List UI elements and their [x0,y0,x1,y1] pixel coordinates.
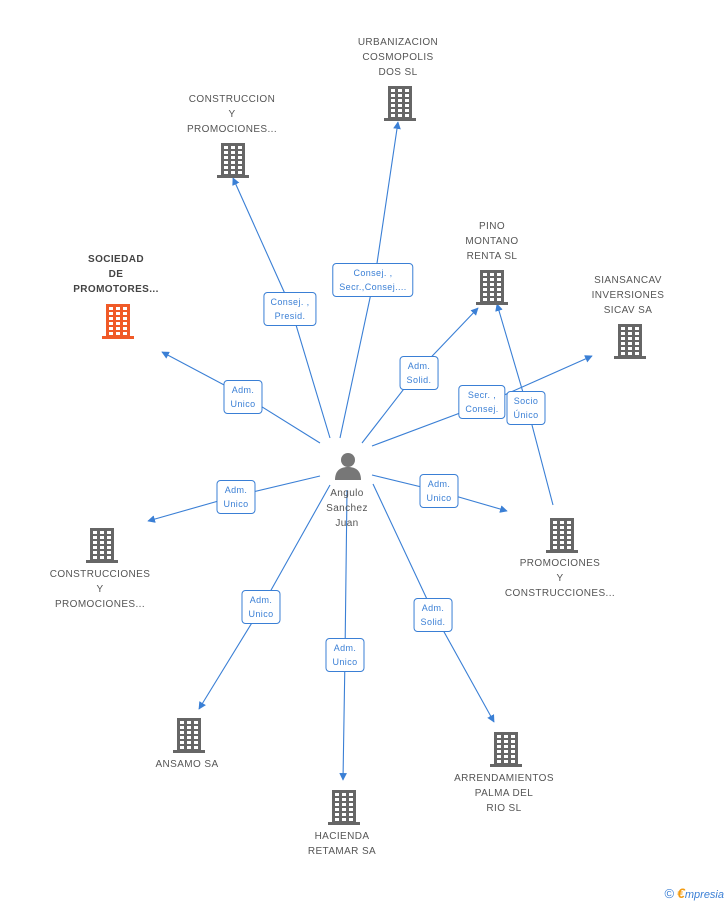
person-icon[interactable] [333,450,363,480]
label-line: COSMOPOLIS [362,52,434,63]
label-line: MONTANO [465,236,519,247]
edge-label-sociedad[interactable]: Adm. Unico [223,380,263,414]
edge-line-text: Unico [332,657,358,667]
center-person-label[interactable]: Angulo Sanchez Juan [326,486,368,531]
company-label-arrendamientos[interactable]: ARRENDAMIENTOS PALMA DEL RIO SL [454,771,554,816]
label-line: PALMA DEL [474,788,534,799]
label-line: SIANSANCAV [594,275,662,286]
label-line: PROMOCIONES [519,558,601,569]
building-icon-construccion-promociones[interactable] [217,143,249,178]
edge-line-text: Consej. , [353,268,393,278]
edge-label-ansamo[interactable]: Adm. Unico [241,590,281,624]
edge-line-text: Adm. [427,479,451,489]
edge-label-promociones[interactable]: Adm. Unico [419,474,459,508]
edge-line-text: Unico [223,499,249,509]
label-line: SOCIEDAD [88,254,144,265]
edge-line-text: Solid. [420,617,446,627]
company-label-promociones-construcciones[interactable]: PROMOCIONES Y CONSTRUCCIONES... [505,556,615,601]
label-line: ARRENDAMIENTOS [454,773,554,784]
edge-line-text: Adm. [407,361,431,371]
edge-line-text: Consej. [465,404,499,414]
edge-label-siansancav[interactable]: Secr. , Consej. [458,385,506,419]
company-label-pino-montano[interactable]: PINO MONTANO RENTA SL [465,219,518,264]
edge-line-text: Adm. [333,643,357,653]
label-line: SICAV SA [603,305,653,316]
building-icon-hacienda-retamar[interactable] [328,790,360,825]
building-icon-ansamo[interactable] [173,718,205,753]
company-label-construccion-promociones[interactable]: CONSTRUCCION Y PROMOCIONES... [187,92,277,137]
company-label-siansancav[interactable]: SIANSANCAV INVERSIONES SICAV SA [592,273,665,318]
edge-line-text: Secr.,Consej.... [339,282,407,292]
building-icon-sociedad-promotores[interactable] [102,304,134,339]
empresia-logo[interactable]: ©€mpresia [664,885,724,901]
label-line: ANSAMO SA [155,759,219,770]
edge-line-text: Presid. [274,311,306,321]
label-line: RIO SL [486,803,522,814]
edge-line-text: Adm. [249,595,273,605]
label-line: PINO [478,221,506,232]
company-label-ansamo[interactable]: ANSAMO SA [155,757,218,772]
building-icon-urbanizacion[interactable] [384,86,416,121]
edge-line-hacienda [339,489,348,781]
company-label-construcciones-promociones[interactable]: CONSTRUCCIONES Y PROMOCIONES... [50,567,151,612]
center-line: Angulo [330,488,364,499]
label-line: INVERSIONES [591,290,665,301]
center-line: Sanchez [326,503,368,514]
building-icon-pino-montano[interactable] [476,270,508,305]
edge-label-urbanizacion[interactable]: Consej. , Secr.,Consej.... [332,263,414,297]
company-label-urbanizacion[interactable]: URBANIZACION COSMOPOLIS DOS SL [358,35,438,80]
edge-line-text: Unico [426,493,452,503]
label-line: URBANIZACION [357,37,439,48]
label-line: RETAMAR SA [307,846,377,857]
label-line: Y [556,573,564,584]
building-icon-arrendamientos[interactable] [490,732,522,767]
label-line: HACIENDA [314,831,370,842]
label-line: Y [228,109,236,120]
company-label-sociedad-promotores[interactable]: SOCIEDAD DE PROMOTORES... [73,252,159,297]
brand-name: mpresia [684,889,724,901]
label-line: DE [108,269,124,280]
edge-line-text: Adm. [421,603,445,613]
brand-initial: € [677,885,685,901]
label-line: DOS SL [378,67,418,78]
label-line: PROMOTORES... [73,284,159,295]
label-line: CONSTRUCCIONES... [504,588,616,599]
label-line: CONSTRUCCIONES [49,569,151,580]
edge-line-text: Unico [230,399,256,409]
building-icon-promociones-construcciones[interactable] [546,518,578,553]
edge-line-text: Secr. , [467,390,497,400]
label-line: CONSTRUCCION [188,94,276,105]
label-line: PROMOCIONES... [54,599,146,610]
label-line: PROMOCIONES... [186,124,278,135]
edge-label-pino[interactable]: Adm. Solid. [399,356,439,390]
edge-line-text: Socio [513,396,539,406]
label-line: RENTA SL [466,251,518,262]
company-label-hacienda-retamar[interactable]: HACIENDA RETAMAR SA [308,829,376,859]
copyright-icon: © [664,886,675,901]
edge-label-arrendamientos[interactable]: Adm. Solid. [413,598,453,632]
center-line: Juan [335,518,359,529]
label-line: Y [96,584,104,595]
edge-label-promociones-socio[interactable]: Socio Único [506,391,546,425]
edge-line-text: Unico [248,609,274,619]
edge-label-construccion[interactable]: Consej. , Presid. [263,292,317,326]
building-icon-siansancav[interactable] [614,324,646,359]
edge-line-text: Adm. [231,385,255,395]
edge-line-text: Consej. , [270,297,310,307]
edge-label-hacienda[interactable]: Adm. Unico [325,638,365,672]
edge-line-text: Solid. [406,375,432,385]
building-icon-construcciones-promociones[interactable] [86,528,118,563]
edge-label-construcciones[interactable]: Adm. Unico [216,480,256,514]
edge-line-text: Único [513,410,539,420]
edge-line-text: Adm. [224,485,248,495]
